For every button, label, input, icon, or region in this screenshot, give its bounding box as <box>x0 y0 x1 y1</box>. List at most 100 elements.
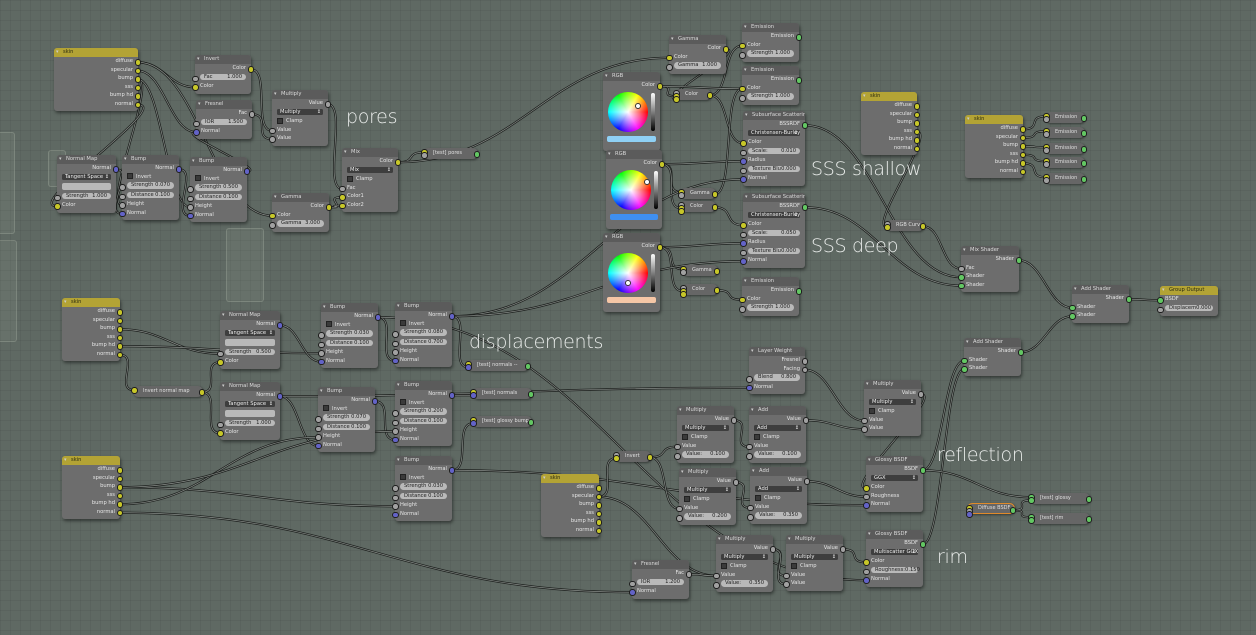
node-glossy-bsdf[interactable]: Glossy BSDFBSDFGGXColorRoughnessNormal <box>863 456 926 512</box>
socket-color[interactable] <box>595 510 602 517</box>
socket-shader[interactable] <box>801 122 808 129</box>
node-link[interactable] <box>804 206 962 287</box>
socket-value[interactable] <box>861 426 868 433</box>
socket-value[interactable] <box>917 391 924 398</box>
dropdown-tangent-space[interactable]: Tangent Space <box>225 329 275 336</box>
color-swatch[interactable] <box>607 296 656 303</box>
socket-color[interactable] <box>134 59 141 66</box>
socket-value[interactable] <box>747 514 754 521</box>
node-link[interactable] <box>451 178 744 317</box>
socket-color[interactable] <box>740 140 747 147</box>
node-color[interactable]: Color <box>678 201 718 215</box>
socket-value[interactable] <box>783 572 790 579</box>
socket-color[interactable] <box>913 137 920 144</box>
socket-value[interactable] <box>269 127 276 134</box>
socket-value[interactable] <box>801 366 808 373</box>
socket-value[interactable] <box>676 515 683 522</box>
node-multiply[interactable]: MultiplyValueMultiplyClampValueValue:0.3… <box>713 535 776 592</box>
checkbox-clamp[interactable] <box>791 562 797 569</box>
socket-color[interactable] <box>595 485 602 492</box>
checkbox-invert[interactable] <box>323 405 329 411</box>
node-link[interactable] <box>922 469 1032 498</box>
socket-color[interactable] <box>863 559 870 566</box>
socket-shader[interactable] <box>958 274 965 281</box>
socket-shader[interactable] <box>1080 130 1087 137</box>
node-test-normals[interactable]: [test] normals <box>470 388 534 399</box>
node-emission[interactable]: Emission <box>1043 157 1087 168</box>
node-link[interactable] <box>804 369 865 422</box>
socket-value[interactable] <box>392 410 399 417</box>
socket-shader[interactable] <box>1069 313 1076 320</box>
socket-value[interactable] <box>318 332 325 339</box>
socket-color[interactable] <box>131 387 138 394</box>
socket-shader[interactable] <box>958 282 965 289</box>
node-link[interactable] <box>178 168 191 217</box>
node-bump[interactable]: BumpNormalInvertStrength0.500Distance0.1… <box>187 157 250 222</box>
socket-value[interactable] <box>1157 306 1164 313</box>
socket-color[interactable] <box>394 159 401 166</box>
node-header[interactable]: Glossy BSDF <box>866 530 923 539</box>
dropdown-multiply[interactable]: Multiply <box>791 553 838 560</box>
socket-vector[interactable] <box>966 511 973 518</box>
field-scale[interactable]: Scale:0.050 <box>748 229 800 236</box>
node-link[interactable] <box>1022 154 1047 162</box>
socket-shader[interactable] <box>919 541 926 548</box>
socket-vector[interactable] <box>371 398 378 405</box>
socket-vector[interactable] <box>112 166 119 173</box>
socket-color[interactable] <box>711 204 718 211</box>
checkbox-clamp[interactable] <box>869 407 875 414</box>
socket-shader[interactable] <box>795 77 802 84</box>
node-header[interactable]: RGB <box>603 233 660 242</box>
socket-value[interactable] <box>739 95 746 102</box>
socket-value[interactable] <box>730 417 737 424</box>
socket-color[interactable] <box>1019 134 1026 141</box>
dropdown-mix[interactable]: Mix <box>347 166 393 173</box>
socket-color[interactable] <box>116 317 123 324</box>
node-link[interactable] <box>137 70 197 133</box>
node-header[interactable]: Emission <box>742 23 799 32</box>
node-link[interactable] <box>201 391 221 434</box>
node-bump[interactable]: BumpNormalInvertStrength0.070Distance0.1… <box>119 155 182 220</box>
socket-value[interactable] <box>1043 116 1050 123</box>
socket-value[interactable] <box>803 478 810 485</box>
socket-shader[interactable] <box>1085 496 1092 503</box>
socket-shader[interactable] <box>1017 349 1024 356</box>
node-link[interactable] <box>251 113 273 140</box>
node-link[interactable] <box>1022 130 1047 139</box>
node-header[interactable]: Normal Map <box>220 382 280 391</box>
dropdown-multiply[interactable]: Multiply <box>869 398 916 405</box>
node-link[interactable] <box>659 246 684 292</box>
node-header[interactable]: skin <box>965 115 1023 124</box>
node-link[interactable] <box>1022 162 1047 178</box>
node-header[interactable]: Multiply <box>677 406 734 415</box>
color-swatch[interactable] <box>607 135 656 142</box>
node-link[interactable] <box>374 400 396 441</box>
node-header[interactable]: Bump <box>395 456 452 465</box>
node-test-glossy[interactable]: [test] glossy <box>1028 493 1092 504</box>
socket-value[interactable] <box>839 546 846 553</box>
node-link[interactable] <box>709 45 743 96</box>
socket-vector[interactable] <box>315 442 322 449</box>
checkbox-invert[interactable] <box>400 320 406 326</box>
node-test-pores[interactable]: [test] pores <box>421 148 480 159</box>
checkbox-clamp[interactable] <box>347 175 353 182</box>
node-link[interactable] <box>714 206 744 226</box>
node-link[interactable] <box>735 481 751 509</box>
node-header[interactable]: Group Output <box>1160 286 1218 295</box>
socket-value[interactable] <box>193 120 200 127</box>
color-wheel[interactable] <box>608 91 648 132</box>
node-header[interactable]: RGB <box>606 150 662 159</box>
node-link[interactable] <box>137 61 273 217</box>
